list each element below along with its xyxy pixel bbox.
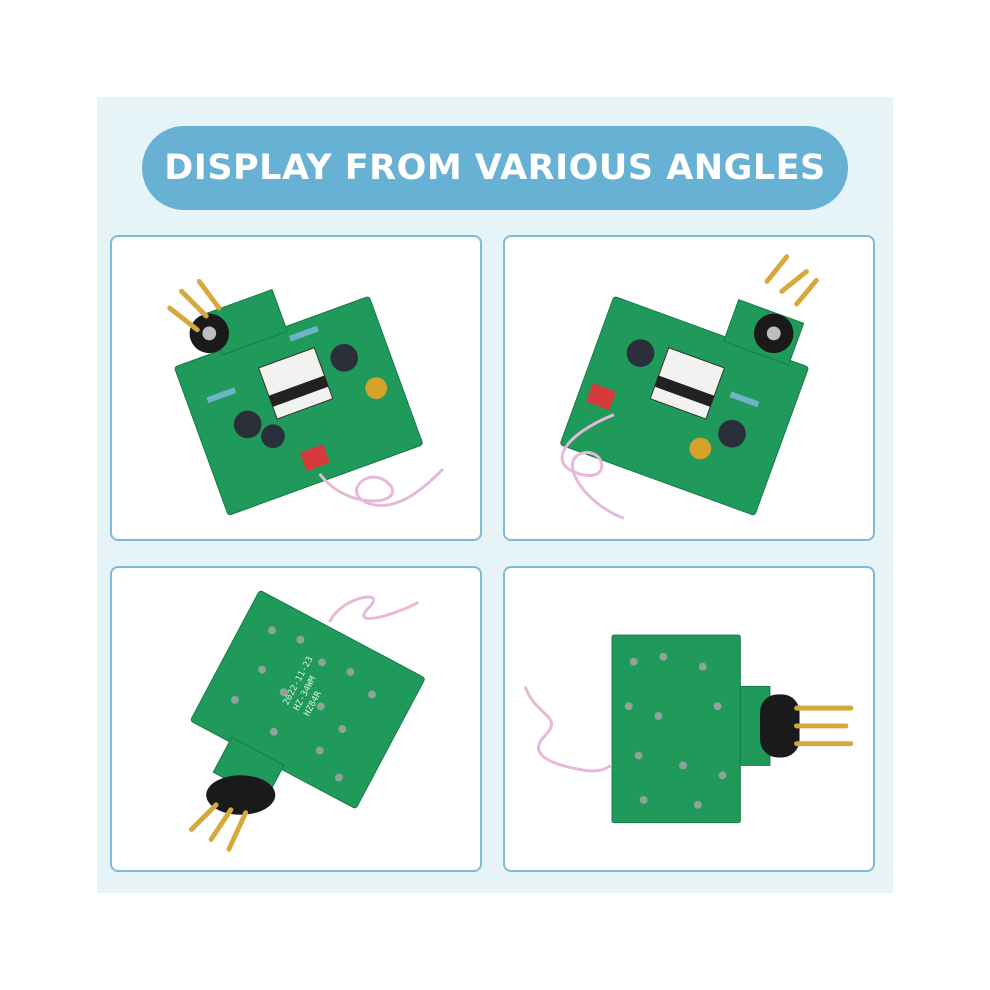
view-card-bottom-left: 2022-11-23 HZ-34WM HZ84R [110, 566, 482, 872]
view-card-bottom-right [503, 566, 875, 872]
pcb-top-view-photo [167, 278, 445, 516]
view-card-top-left [110, 235, 482, 541]
view-card-top-right [503, 235, 875, 541]
pcb-bottom-view-photo: 2022-11-23 HZ-34WM HZ84R [188, 590, 425, 852]
banner-title: DISPLAY FROM VARIOUS ANGLES [164, 148, 826, 188]
pcb-bottom-side-view-photo [523, 634, 854, 824]
title-banner: DISPLAY FROM VARIOUS ANGLES [142, 126, 848, 210]
pcb-top-view-photo-alt [560, 254, 819, 520]
